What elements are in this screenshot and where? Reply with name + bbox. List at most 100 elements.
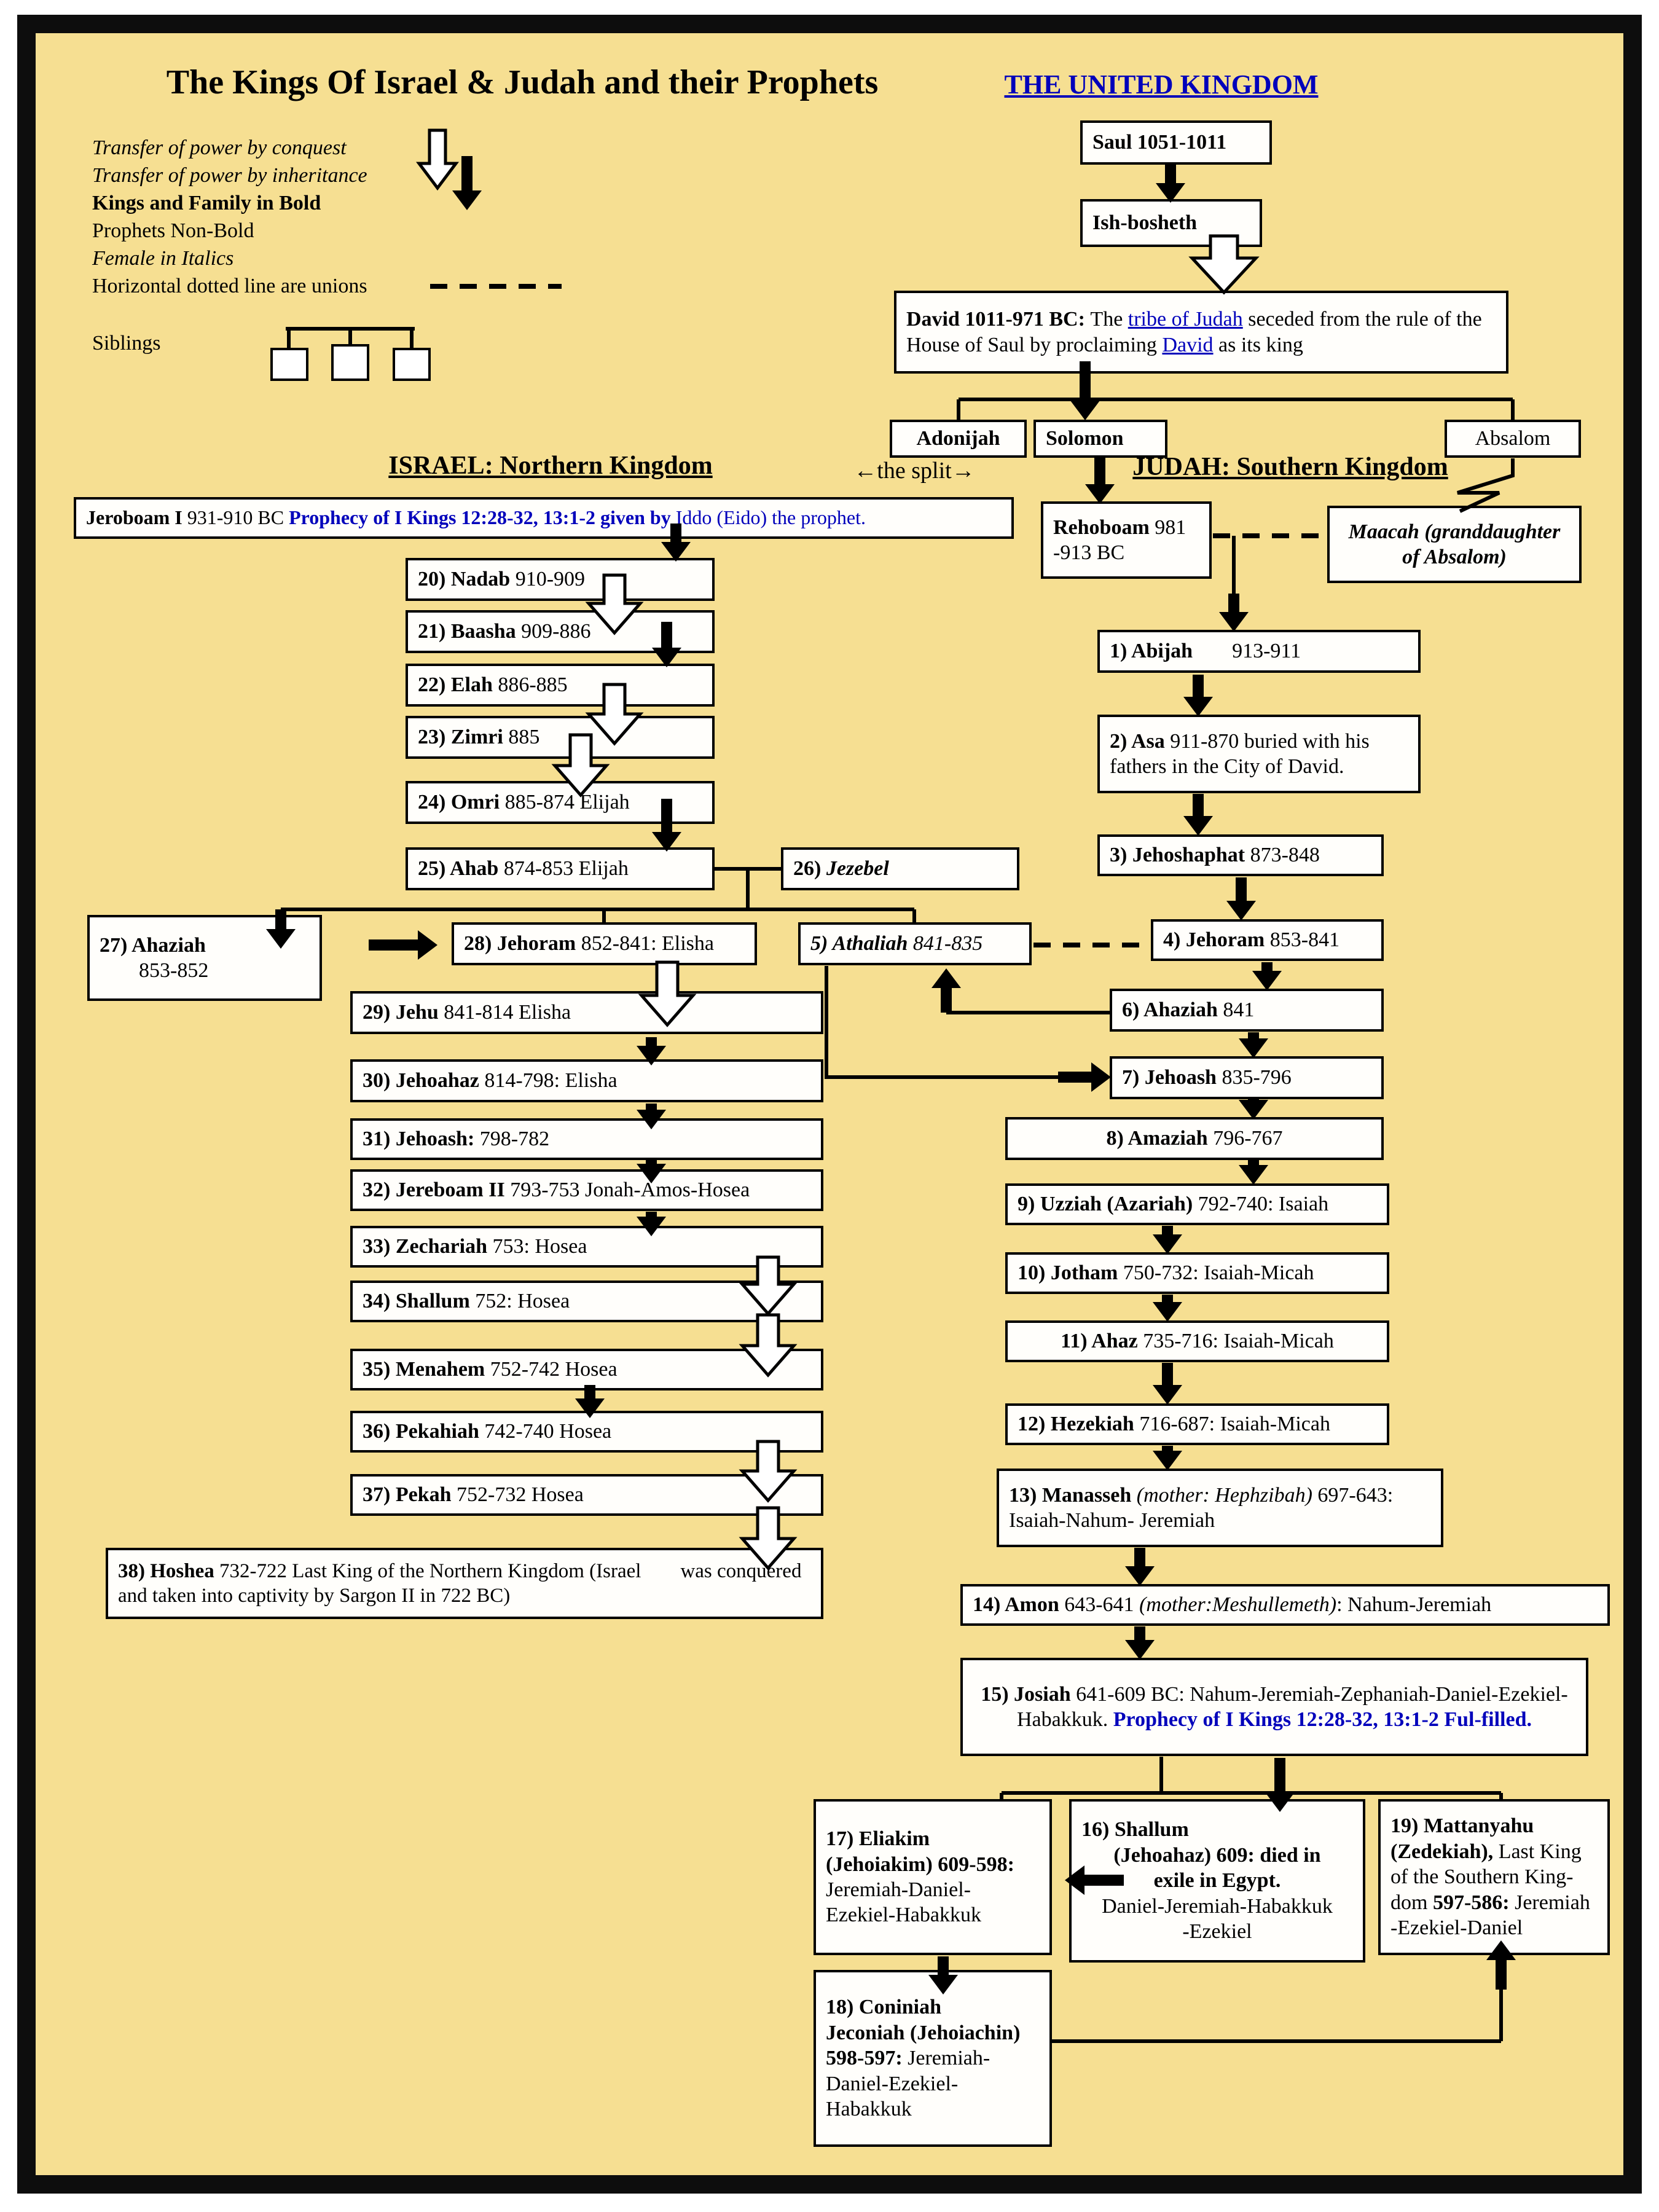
node-jeroboam: Jeroboam I 931-910 BC Prophecy of I King…	[74, 497, 1014, 539]
legend-prophets: Prophets Non-Bold	[92, 219, 254, 242]
text-segment: 643-641	[1064, 1593, 1140, 1617]
node-n37: 37) Pekah 752-732 Hosea	[350, 1474, 823, 1516]
node-j13: 13) Manasseh (mother: Hephzibah) 697-643…	[997, 1469, 1443, 1547]
text-segment: Absalom	[1475, 427, 1551, 450]
text-segment: 21) Baasha	[418, 620, 522, 643]
text-segment: 18) Coniniah	[826, 1996, 941, 2019]
text-segment: 17) Eliakim	[826, 1827, 930, 1851]
text-segment: Jeconiah (Jehoiachin)	[826, 2021, 1021, 2044]
text-segment: (granddaughter of Absalom)	[1402, 520, 1561, 568]
text-segment: 28) Jehoram	[464, 932, 581, 955]
legend-conquest: Transfer of power by conquest	[92, 136, 347, 159]
legend-inheritance: Transfer of power by inheritance	[92, 164, 367, 187]
text-segment: Daniel-Jeremiah-Habakkuk	[1102, 1894, 1333, 1918]
text-segment: Saul 1051-1011	[1092, 131, 1227, 154]
node-j17: 17) Eliakim(Jehoiakim) 609-598:Jeremiah-…	[814, 1799, 1052, 1955]
node-adonijah: Adonijah	[890, 420, 1027, 458]
node-n30: 30) Jehoahaz 814-798: Elisha	[350, 1059, 823, 1102]
text-segment: 35) Menahem	[363, 1358, 490, 1381]
israel-header: ISRAEL: Northern Kingdom	[388, 452, 713, 480]
text-segment: 752-742 Hosea	[490, 1358, 618, 1381]
node-n36: 36) Pekahiah 742-740 Hosea	[350, 1411, 823, 1453]
legend-kings-bold: Kings and Family in Bold	[92, 192, 321, 214]
text-segment: Daniel-Ezekiel-	[826, 2072, 959, 2095]
link[interactable]: David	[1162, 333, 1214, 356]
text-segment: 885-874 Elijah	[504, 791, 630, 814]
text-segment: 841-835	[912, 932, 983, 955]
text-segment: (Jehoahaz) 609: died in	[1113, 1843, 1321, 1867]
text-segment: exile in Egypt.	[1153, 1869, 1281, 1892]
text-segment: 598-597:	[826, 2047, 908, 2070]
text-segment: -Ezekiel-Daniel	[1390, 1916, 1523, 1940]
text-segment: dom	[1390, 1891, 1433, 1914]
node-rehoboam: Rehoboam 981 -913 BC	[1041, 501, 1212, 579]
text-segment: 31) Jehoash:	[363, 1128, 480, 1151]
node-n35: 35) Menahem 752-742 Hosea	[350, 1349, 823, 1390]
node-n22: 22) Elah 886-885	[406, 664, 715, 707]
text-segment: 853-841	[1269, 928, 1340, 952]
node-n33: 33) Zechariah 753: Hosea	[350, 1226, 823, 1268]
text-segment: 11) Ahaz	[1061, 1330, 1143, 1353]
text-segment: Rehoboam	[1053, 516, 1155, 539]
node-j10: 10) Jotham 750-732: Isaiah-Micah	[1005, 1252, 1389, 1294]
text-segment: Adonijah	[916, 427, 1000, 450]
legend-female-italics: Female in Italics	[92, 247, 234, 270]
node-j2: 2) Asa 911-870 buried with his fathers i…	[1097, 715, 1421, 793]
text-segment: Last King	[1498, 1840, 1582, 1863]
node-n20: 20) Nadab 910-909	[406, 558, 715, 601]
split-label: ←the split→	[853, 458, 975, 484]
text-segment: 34) Shallum	[363, 1290, 476, 1313]
text-segment: 36) Pekahiah	[363, 1420, 485, 1443]
node-n34: 34) Shallum 752: Hosea	[350, 1281, 823, 1322]
link[interactable]: tribe of Judah	[1128, 308, 1243, 331]
text-segment: Ish-bosheth	[1092, 211, 1198, 235]
node-j6: 6) Ahaziah 841	[1110, 989, 1384, 1032]
text-segment: The	[1090, 308, 1128, 331]
text-segment: 13) Manasseh	[1009, 1483, 1137, 1507]
text-segment: 835-796	[1222, 1066, 1292, 1089]
text-segment: Habakkuk	[826, 2098, 912, 2121]
text-segment: 750-732: Isaiah-Micah	[1123, 1261, 1314, 1285]
text-segment: 981 -913 BC	[1053, 516, 1186, 564]
text-segment: 752: Hosea	[475, 1290, 570, 1313]
text-segment: 814-798: Elisha	[484, 1069, 618, 1092]
node-n24: 24) Omri 885-874 Elijah	[406, 781, 715, 824]
node-n32: 32) Jereboam II 793-753 Jonah-Amos-Hosea	[350, 1169, 823, 1211]
text-segment: 37) Pekah	[363, 1483, 457, 1507]
text-segment: (mother: Hephzibah)	[1136, 1483, 1312, 1507]
text-segment: 874-853 Elijah	[503, 857, 629, 880]
text-segment: 885	[508, 726, 540, 749]
text-segment: 12) Hezekiah	[1018, 1413, 1140, 1436]
text-segment: 25) Ahab	[418, 857, 504, 880]
node-n21: 21) Baasha 909-886	[406, 610, 715, 653]
text-segment: Solomon	[1046, 427, 1124, 450]
text-segment: 19) Mattanyahu	[1390, 1814, 1534, 1838]
text-segment: 911-870 buried with his fathers in the C…	[1110, 729, 1370, 778]
node-j3: 3) Jehoshaphat 873-848	[1097, 834, 1384, 876]
text-segment: 793-753 Jonah-Amos-Hosea	[510, 1179, 750, 1202]
text-segment: 10) Jotham	[1018, 1261, 1123, 1285]
text-segment: Jeremiah-Daniel-	[826, 1878, 971, 1901]
node-n25: 25) Ahab 874-853 Elijah	[406, 847, 715, 890]
node-n23: 23) Zimri 885	[406, 716, 715, 759]
text-segment: 29) Jehu	[363, 1001, 444, 1024]
text-segment: 841-814 Elisha	[444, 1001, 571, 1024]
judah-header: JUDAH: Southern Kingdom	[1132, 453, 1448, 481]
text-segment: 886-885	[498, 673, 568, 697]
text-segment: 38) Hoshea	[118, 1559, 219, 1582]
node-j15: 15) Josiah 641-609 BC: Nahum-Jeremiah-Ze…	[960, 1658, 1588, 1756]
node-absalom: Absalom	[1445, 420, 1581, 458]
text-segment: 732-722 Last King of the Northern Kingdo…	[219, 1559, 641, 1582]
text-segment: 2) Asa	[1110, 729, 1171, 753]
text-segment: 853-852	[139, 959, 209, 982]
text-segment: 5)	[810, 932, 833, 955]
text-segment: as its king	[1213, 333, 1303, 356]
text-segment: 716-687: Isaiah-Micah	[1139, 1413, 1330, 1436]
text-segment: 32) Jereboam II	[363, 1179, 511, 1202]
node-n26: 26) Jezebel	[781, 847, 1019, 890]
united-kingdom-header[interactable]: THE UNITED KINGDOM	[1004, 69, 1319, 100]
text-segment: 26)	[793, 857, 826, 880]
